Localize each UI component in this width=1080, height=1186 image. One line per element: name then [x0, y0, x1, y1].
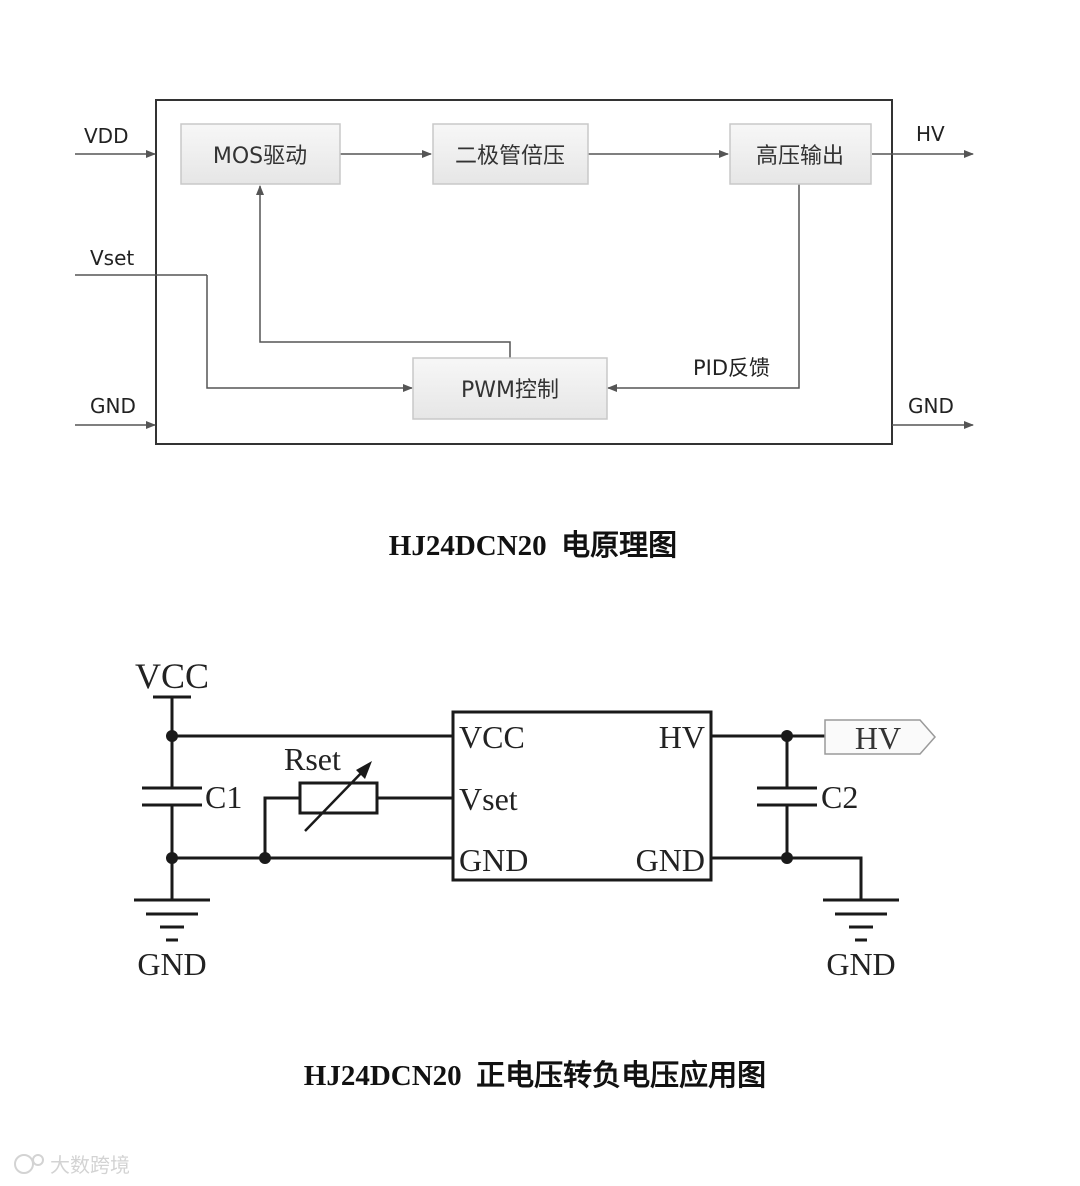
chip-pin-vset: Vset — [459, 781, 518, 817]
vset-label: Vset — [90, 246, 134, 270]
schematic-caption: HJ24DCN20 正电压转负电压应用图 — [304, 1058, 766, 1092]
rset-ground-wire — [263, 796, 300, 858]
hv-port-flag — [824, 719, 937, 755]
mos-driver-label: MOS驱动 — [213, 144, 307, 169]
diode-multiplier-label: 二极管倍压 — [455, 144, 565, 169]
gnd-right-label: GND — [826, 946, 895, 982]
pwm-to-mos-arrow — [256, 185, 511, 358]
gnd-out-label: GND — [908, 394, 954, 418]
feedback-arrow — [607, 184, 800, 392]
watermark-logo-dot-icon — [32, 1154, 44, 1166]
watermark: 大数跨境 — [14, 1153, 130, 1177]
block-diagram: MOS驱动 二极管倍压 高压输出 PWM控制 VDD Vset GND HV G… — [75, 99, 974, 445]
module-outline — [155, 99, 893, 445]
chip-pin-gnd-right: GND — [636, 842, 705, 878]
mos-driver-block — [180, 123, 341, 185]
chip-pin-hv: HV — [659, 719, 705, 755]
block-diagram-caption: HJ24DCN20 电原理图 — [389, 529, 677, 562]
junction-vcc — [166, 730, 178, 742]
chip-pin-vcc: VCC — [459, 719, 525, 755]
c1-label: C1 — [205, 779, 242, 815]
vset-to-pwm-arrow — [206, 275, 413, 392]
hv-output-block — [729, 123, 872, 185]
vdd-label: VDD — [84, 124, 128, 148]
watermark-text: 大数跨境 — [50, 1153, 130, 1177]
gnd-right-wire — [711, 856, 863, 900]
junction-rset-gnd — [259, 852, 271, 864]
pid-feedback-label: PID反馈 — [693, 356, 770, 380]
diode-multiplier-block — [432, 123, 589, 185]
gnd-in-label: GND — [90, 394, 136, 418]
watermark-logo-icon — [14, 1154, 34, 1174]
hv-out-label: HV — [916, 122, 945, 146]
schematic — [134, 695, 937, 942]
vcc-supply-label: VCC — [135, 656, 209, 696]
pwm-control-label: PWM控制 — [461, 378, 559, 403]
pwm-control-block — [412, 357, 608, 420]
gnd-left-label: GND — [137, 946, 206, 982]
chip-pin-gnd-left: GND — [459, 842, 528, 878]
hv-port-label: HV — [855, 720, 901, 756]
junction-hv — [781, 730, 793, 742]
rset-arrowhead — [356, 761, 372, 779]
junction-dots — [166, 730, 793, 864]
hv-output-label: 高压输出 — [756, 144, 844, 169]
junction-gnd-right — [781, 852, 793, 864]
c2-label: C2 — [821, 779, 858, 815]
rset-label: Rset — [284, 741, 341, 777]
rset-adjust-arrow — [304, 766, 368, 832]
chip-body — [451, 710, 713, 882]
junction-gnd-left — [166, 852, 178, 864]
